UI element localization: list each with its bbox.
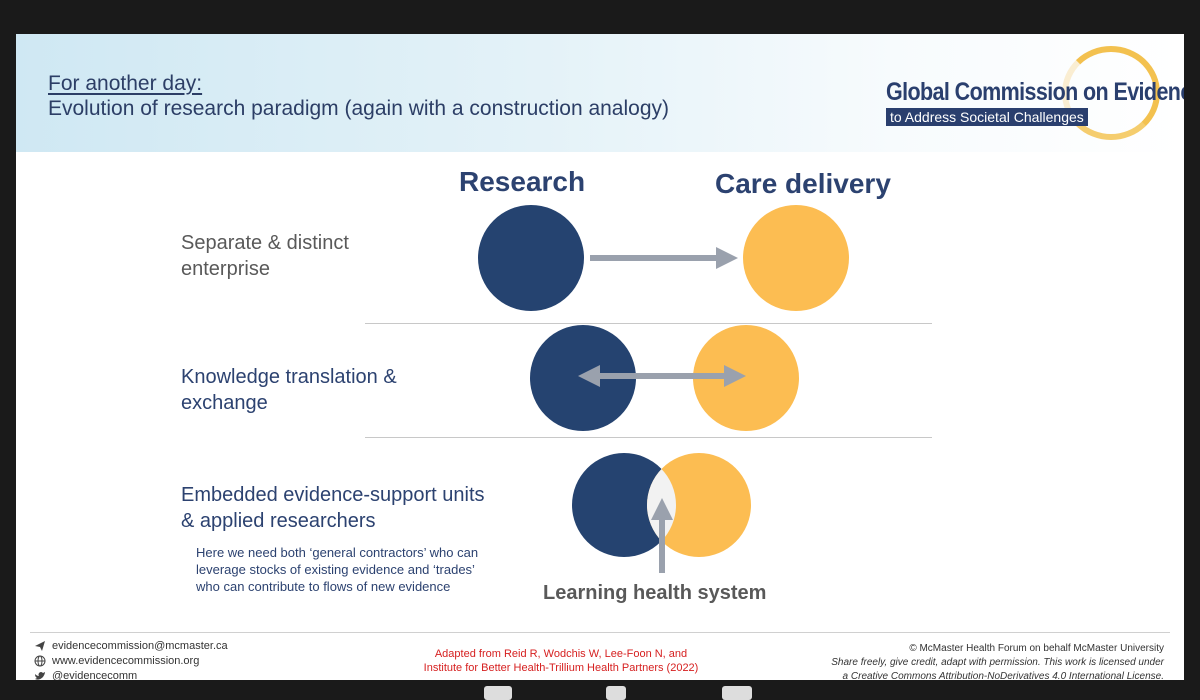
contact-website: www.evidencecommission.org bbox=[34, 655, 199, 667]
license-line: a Creative Commons Attribution-NoDerivat… bbox=[842, 671, 1164, 680]
raise-hand-icon[interactable] bbox=[606, 686, 626, 700]
meeting-controls-bar bbox=[0, 680, 1200, 700]
slide-title: Evolution of research paradigm (again wi… bbox=[48, 97, 670, 120]
row-label-line: Knowledge translation & bbox=[181, 366, 397, 388]
shared-slide: For another day: Evolution of research p… bbox=[16, 34, 1184, 680]
row-label-knowledge-translation: Knowledge translation & exchange bbox=[181, 364, 397, 416]
license-line: Share freely, give credit, adapt with pe… bbox=[831, 657, 1164, 668]
credit-line: Institute for Better Health-Trillium Hea… bbox=[423, 662, 699, 674]
footer-divider bbox=[30, 632, 1170, 633]
share-screen-icon[interactable] bbox=[722, 686, 752, 700]
logo-sub-text: to Address Societal Challenges bbox=[886, 108, 1088, 126]
row-label-embedded-units: Embedded evidence-support units & applie… bbox=[181, 482, 485, 534]
twitter-icon bbox=[35, 672, 45, 680]
contact-email: evidencecommission@mcmaster.ca bbox=[34, 640, 228, 652]
care-delivery-circle bbox=[743, 205, 849, 311]
send-icon bbox=[35, 641, 45, 651]
column-heading-care-delivery: Care delivery bbox=[715, 168, 891, 199]
slide-kicker: For another day: bbox=[48, 72, 203, 95]
copyright-line: © McMaster Health Forum on behalf McMast… bbox=[909, 643, 1164, 654]
contact-twitter: @evidencecomm bbox=[34, 670, 137, 680]
two-way-arrow bbox=[578, 365, 746, 387]
learning-health-system-label: Learning health system bbox=[543, 582, 767, 604]
row-label-line: Embedded evidence-support units bbox=[181, 484, 485, 506]
research-circle bbox=[478, 205, 584, 311]
email-text: evidencecommission@mcmaster.ca bbox=[52, 640, 228, 652]
video-top-bar bbox=[0, 0, 1200, 34]
globe-icon bbox=[34, 655, 46, 667]
column-heading-research: Research bbox=[459, 166, 586, 197]
credit-line: Adapted from Reid R, Wodchis W, Lee-Foon… bbox=[434, 648, 688, 660]
overlapping-circles bbox=[572, 453, 751, 557]
row-divider bbox=[365, 323, 932, 324]
row-label-line: enterprise bbox=[181, 258, 270, 280]
logo-main-text: Global Commission on Evidence bbox=[886, 78, 1184, 106]
upward-arrow bbox=[651, 498, 673, 573]
row-label-line: exchange bbox=[181, 392, 268, 414]
slide-header-band bbox=[16, 34, 1184, 152]
row-label-line: Separate & distinct bbox=[181, 232, 349, 254]
global-commission-logo: Global Commission on Evidence to Address… bbox=[884, 46, 1184, 146]
social-handle-text: @evidencecomm bbox=[52, 670, 138, 680]
one-way-arrow bbox=[590, 247, 738, 269]
logo-ring-mark bbox=[1062, 46, 1160, 140]
row-divider bbox=[365, 437, 932, 438]
row-label-separate: Separate & distinct enterprise bbox=[181, 230, 349, 282]
contractors-trades-note: Here we need both ‘general contractors’ … bbox=[196, 545, 479, 594]
website-text: www.evidencecommission.org bbox=[52, 655, 200, 667]
row-label-line: & applied researchers bbox=[181, 510, 376, 532]
chat-icon[interactable] bbox=[484, 686, 512, 700]
